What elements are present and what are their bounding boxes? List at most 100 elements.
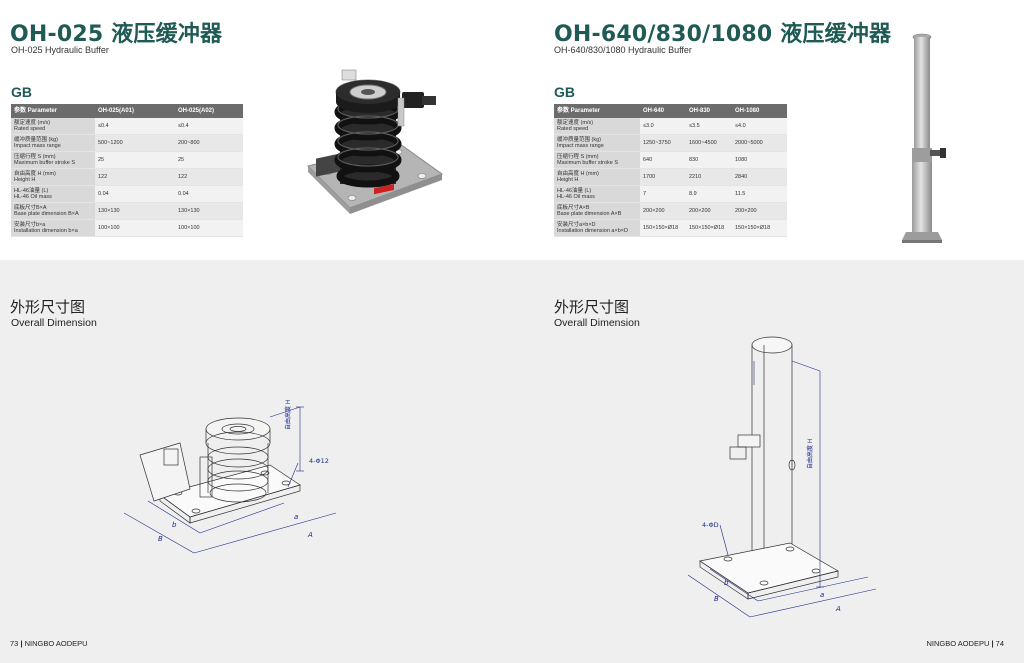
parameter-name-en: Base plate dimension B×A xyxy=(14,211,79,217)
right-product-title: OH-640/830/1080 液压缓冲器 xyxy=(554,22,892,47)
table-header-row: 参数 Parameter OH-640 OH-830 OH-1080 xyxy=(554,104,787,118)
label-a-small: a xyxy=(820,591,824,599)
value-cell: 7 xyxy=(640,185,686,203)
table-header-cell: OH-640 xyxy=(640,104,686,118)
value-cell: 0.04 xyxy=(95,185,175,203)
value-cell: 200×200 xyxy=(640,202,686,220)
left-product-title: OH-025 液压缓冲器 xyxy=(10,22,223,47)
label-a-small: a xyxy=(294,513,298,521)
value-cell: 150×150×Ø18 xyxy=(686,219,732,237)
parameter-name-en: HL-46 Oil mass xyxy=(557,194,595,200)
label-b-small: b xyxy=(724,579,729,587)
left-footer: 73 | NINGBO AODEPU xyxy=(10,639,88,648)
value-cell: 130×130 xyxy=(95,202,175,220)
value-cell: 130×130 xyxy=(175,202,243,220)
table-header-cell: OH-025(A02) xyxy=(175,104,243,118)
right-page-number: 74 xyxy=(995,639,1004,648)
right-section-title-en: Overall Dimension xyxy=(554,317,640,329)
parameter-name-en: Installation dimension a×b×D xyxy=(557,228,628,234)
parameter-name-en: Impact mass range xyxy=(14,143,61,149)
left-section-title-cn: 外形尺寸图 xyxy=(10,298,86,316)
parameter-name-cn: 额定速度 (m/s) xyxy=(14,119,51,126)
parameter-name-cn: HL-46油量 (L) xyxy=(557,187,592,194)
value-cell: 100×100 xyxy=(95,219,175,237)
value-cell: 200~800 xyxy=(175,134,243,152)
value-cell: 100×100 xyxy=(175,219,243,237)
left-gb-label: GB xyxy=(11,84,32,100)
parameter-cell: 压缩行程 S (mm)Maximum buffer stroke S xyxy=(11,151,95,169)
table-header-cell: OH-025(A01) xyxy=(95,104,175,118)
buffer-photo-oh025 xyxy=(307,69,444,214)
parameter-name-en: Base plate dimension A×B xyxy=(557,211,622,217)
parameter-name-cn: 底板尺寸A×B xyxy=(557,204,590,211)
table-row: 额定速度 (m/s)Rated speed≤3.0≤3.5≤4.0 xyxy=(554,118,787,135)
parameter-cell: 压缩行程 S (mm)Maximum buffer stroke S xyxy=(554,151,640,169)
value-cell: ≤4.0 xyxy=(732,118,787,135)
value-cell: 25 xyxy=(175,151,243,169)
parameter-name-cn: 底板尺寸B×A xyxy=(14,204,47,211)
parameter-cell: 额定速度 (m/s)Rated speed xyxy=(554,118,640,135)
parameter-name-en: HL-46 Oil mass xyxy=(14,194,52,200)
left-dimension-drawing: 自由高度 H 4-Φ12 a A b B xyxy=(123,400,337,554)
parameter-name-en: Rated speed xyxy=(14,126,46,132)
label-a-large: A xyxy=(307,531,313,539)
label-b-small: b xyxy=(172,521,177,529)
parameter-cell: HL-46油量 (L)HL-46 Oil mass xyxy=(11,185,95,203)
parameter-name-en: Height H xyxy=(14,177,36,183)
right-dimension-drawing: 自由高度 H 4-ΦD a A b B xyxy=(687,336,877,618)
parameter-name-cn: 压缩行程 S (mm) xyxy=(557,153,599,160)
parameter-cell: 自由高度 H (mm)Height H xyxy=(554,168,640,186)
table-row: 额定速度 (m/s)Rated speed≤0.4≤0.4 xyxy=(11,118,243,135)
value-cell: 2210 xyxy=(686,168,732,186)
value-cell: 200×200 xyxy=(732,202,787,220)
buffer-photo-oh640 xyxy=(902,33,946,243)
right-footer-brand: NINGBO AODEPU xyxy=(926,639,990,648)
parameter-name-cn: 缓冲质量范围 (kg) xyxy=(557,136,602,143)
right-footer: NINGBO AODEPU | 74 xyxy=(926,639,1004,648)
parameter-name-cn: 压缩行程 S (mm) xyxy=(14,153,56,160)
label-b-large: B xyxy=(714,595,719,603)
value-cell: 25 xyxy=(95,151,175,169)
right-product-subtitle: OH-640/830/1080 Hydraulic Buffer xyxy=(554,45,692,55)
parameter-name-cn: 自由高度 H (mm) xyxy=(557,170,599,177)
parameter-name-cn: 缓冲质量范围 (kg) xyxy=(14,136,59,143)
label-hole: 4-ΦD xyxy=(702,521,719,529)
label-height: 自由高度 H xyxy=(806,439,814,469)
table-header-row: 参数 Parameter OH-025(A01) OH-025(A02) xyxy=(11,104,243,118)
value-cell: ≤0.4 xyxy=(175,118,243,135)
value-cell: 0.04 xyxy=(175,185,243,203)
parameter-cell: HL-46油量 (L)HL-46 Oil mass xyxy=(554,185,640,203)
table-header-cell: OH-830 xyxy=(686,104,732,118)
value-cell: 640 xyxy=(640,151,686,169)
table-header-cell: 参数 Parameter xyxy=(554,104,640,118)
parameter-name-en: Maximum buffer stroke S xyxy=(14,160,76,166)
value-cell: 500~1200 xyxy=(95,134,175,152)
value-cell: 830 xyxy=(686,151,732,169)
label-height: 自由高度 H xyxy=(284,400,292,430)
parameter-name-cn: 安装尺寸a×b×D xyxy=(557,221,596,228)
table-header-cell: 参数 Parameter xyxy=(11,104,95,118)
value-cell: ≤3.0 xyxy=(640,118,686,135)
right-spec-table: 参数 Parameter OH-640 OH-830 OH-1080 额定速度 … xyxy=(554,104,787,237)
value-cell: 8.9 xyxy=(686,185,732,203)
parameter-name-en: Height H xyxy=(557,177,579,183)
left-page-number: 73 xyxy=(10,639,19,648)
right-gb-label: GB xyxy=(554,84,575,100)
value-cell: ≤3.5 xyxy=(686,118,732,135)
value-cell: 1700 xyxy=(640,168,686,186)
left-footer-brand: NINGBO AODEPU xyxy=(24,639,88,648)
value-cell: 1250~3750 xyxy=(640,134,686,152)
